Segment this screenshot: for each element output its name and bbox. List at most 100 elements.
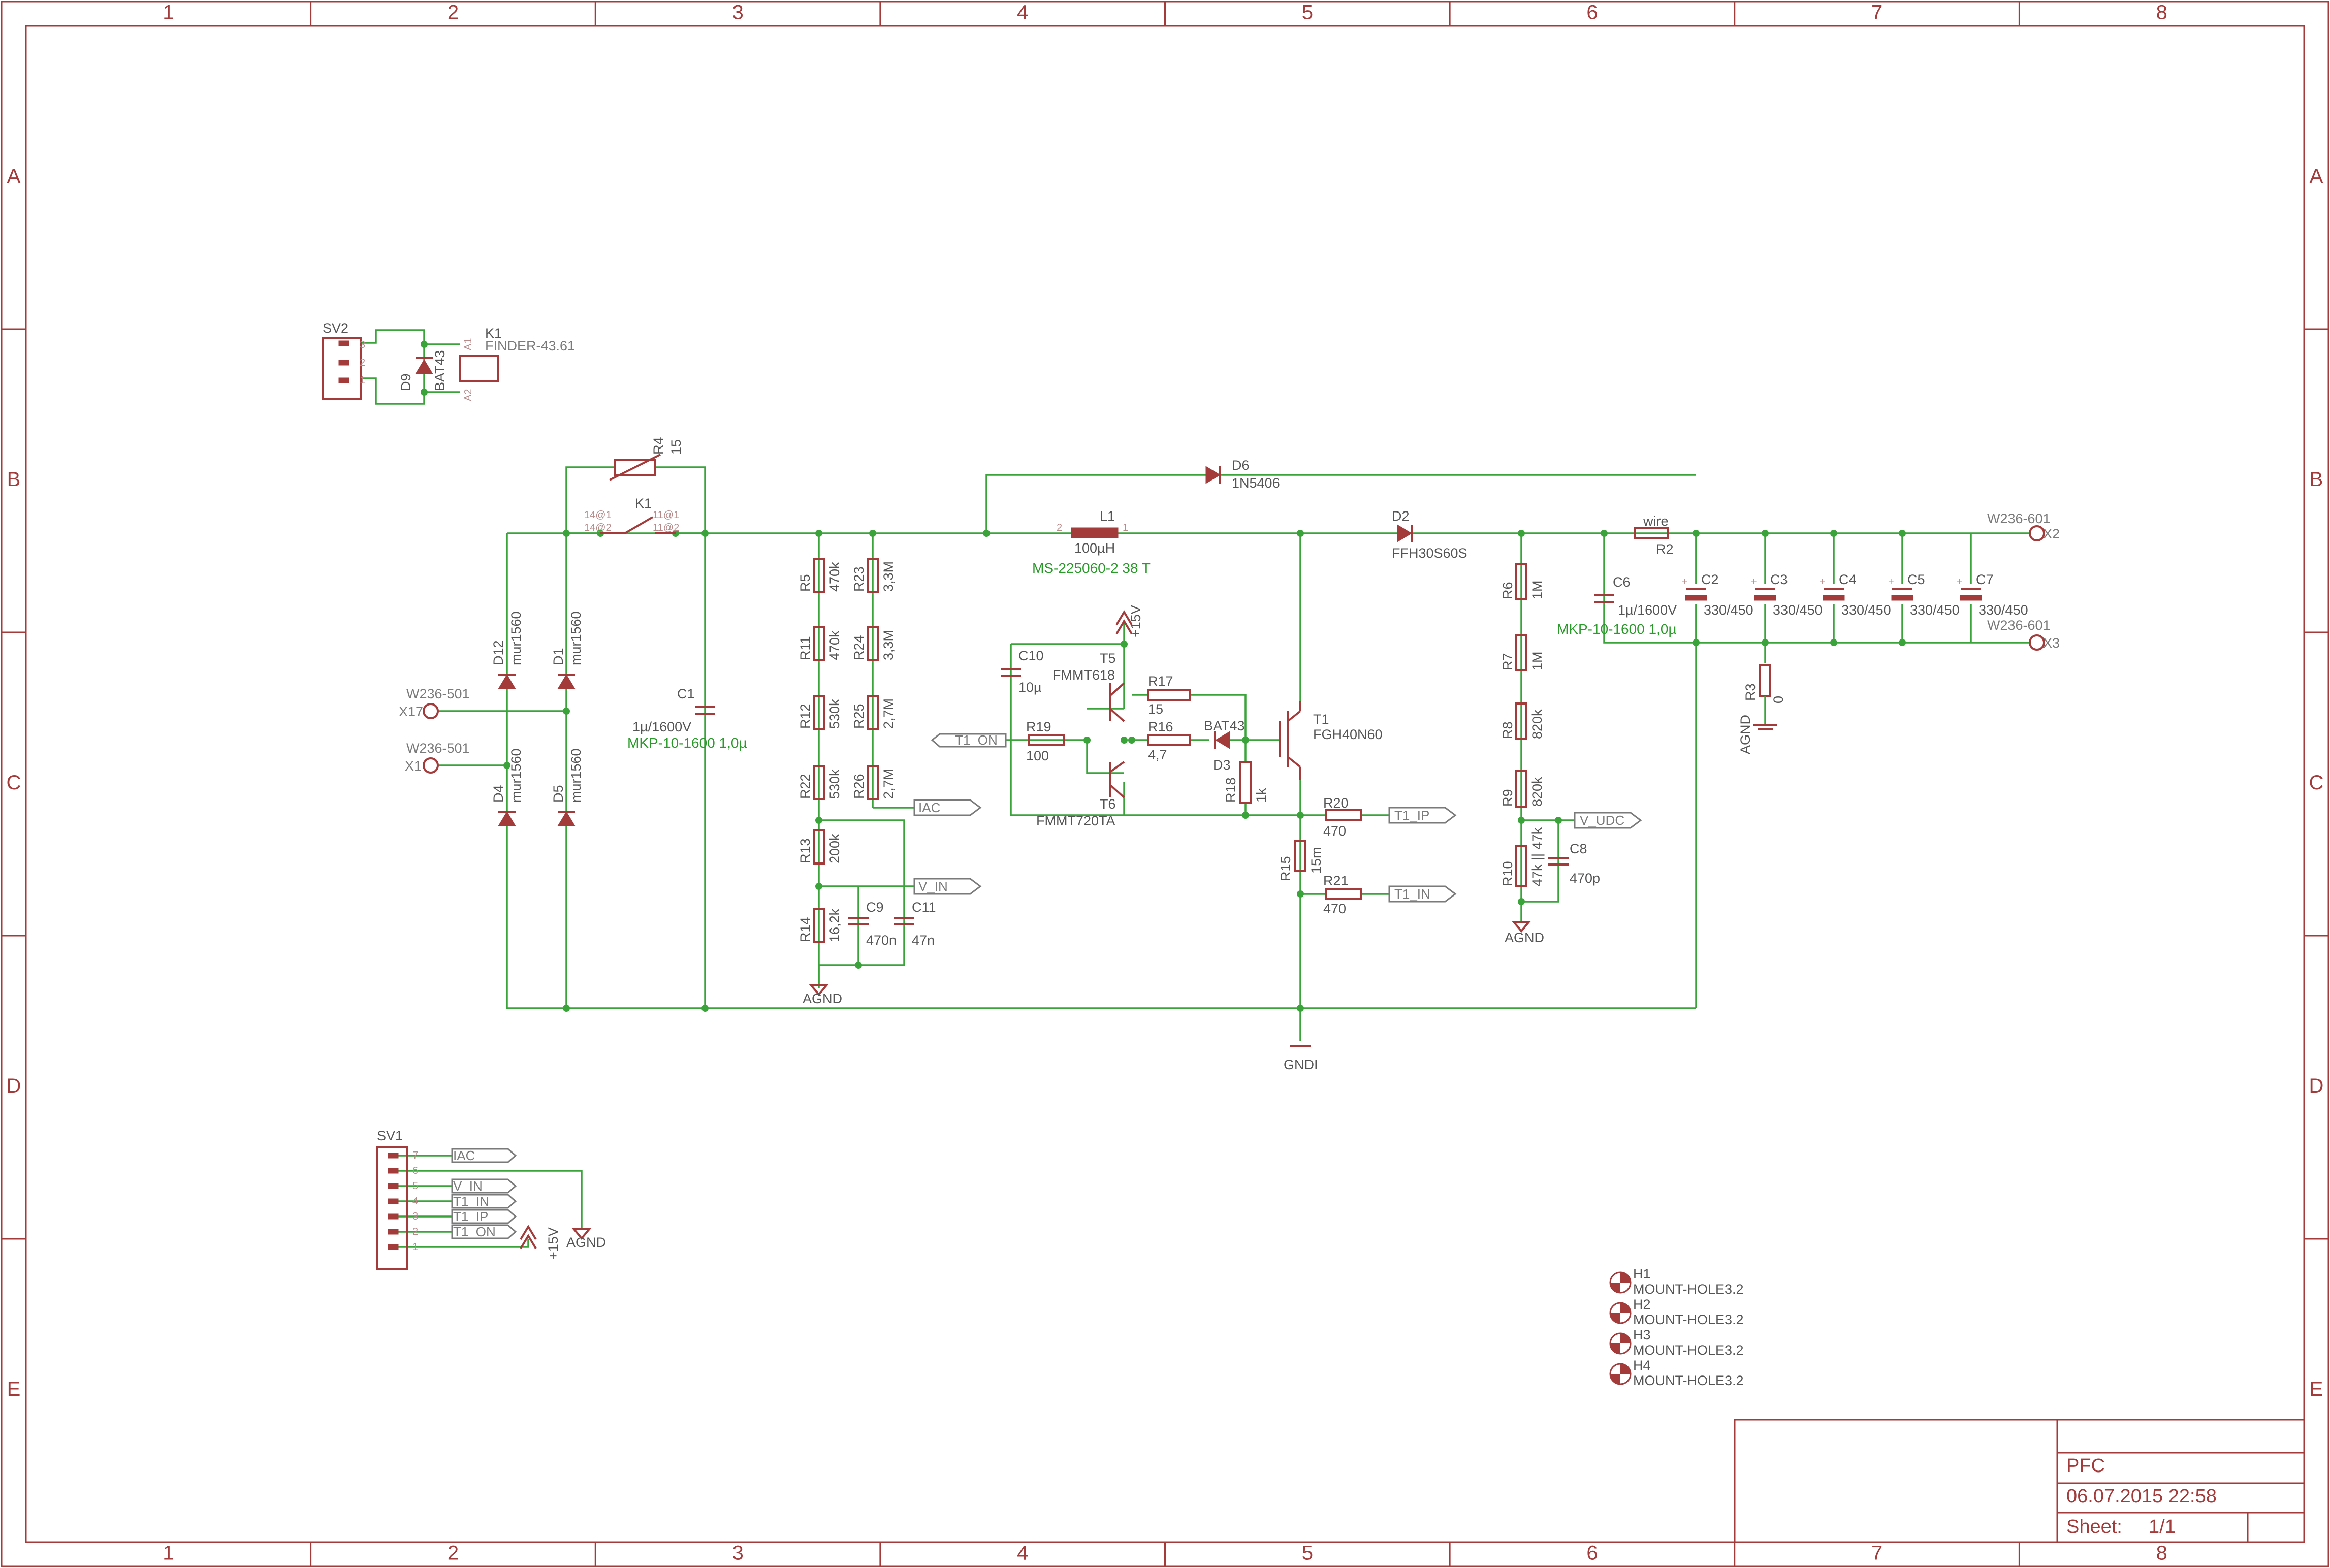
grid-col-bottom-5: 5	[1302, 1542, 1313, 1564]
t1-ip-signal-flag: T1_IP	[1388, 807, 1457, 824]
sv1-pin-4: 4	[412, 1196, 418, 1207]
c1-capacitor: C1 1µ/1600V MKP-10-1600 1,0µ	[627, 686, 747, 751]
sv2-connector: SV2 3 2 1	[322, 321, 365, 400]
k1-pin-14-1: 14@1	[584, 509, 612, 521]
agnd-sv1-label: AGND	[566, 1235, 606, 1250]
r8-name: R8	[1500, 721, 1515, 739]
r11-name: R11	[797, 636, 813, 660]
r13-name: R13	[797, 838, 813, 863]
sv1-t1-on-flag: T1_ON	[451, 1224, 517, 1239]
grid-row-left-B: B	[7, 468, 21, 491]
l1-value: 100µH	[1074, 540, 1115, 556]
grid-col-top-5: 5	[1302, 2, 1313, 24]
t1-ip-label: T1_IP	[1394, 808, 1429, 823]
mount-hole-name: H2	[1633, 1297, 1651, 1312]
r14-name: R14	[797, 917, 813, 942]
sv1-t1-in-label: T1_IN	[453, 1194, 489, 1209]
r26-name: R26	[851, 774, 867, 799]
c1-name: C1	[677, 686, 695, 701]
t1-name: T1	[1313, 712, 1329, 727]
grid-row-right-B: B	[2310, 468, 2323, 491]
sv2-pin3: 3	[360, 339, 365, 350]
r7-value: 1M	[1529, 651, 1545, 670]
d12-name: D12	[491, 640, 506, 665]
x2-type: W236-601	[1987, 511, 2051, 526]
c8-name: C8	[1570, 841, 1587, 856]
r16-name: R16	[1148, 719, 1173, 734]
grid-col-top-4: 4	[1017, 2, 1028, 24]
x1-terminal[interactable]: W236-501 X1	[405, 741, 470, 774]
grid-row-right-E: E	[2310, 1378, 2323, 1400]
k1-pin-11-1: 11@1	[653, 509, 679, 521]
r2-resistor: wire R2	[1634, 514, 1674, 557]
r10-name: R10	[1500, 861, 1515, 886]
iac-signal-flag: IAC	[913, 799, 982, 816]
c8-capacitor: C8 470p	[1548, 841, 1600, 886]
c10-name: C10	[1018, 648, 1044, 663]
l1-pin1: 1	[1123, 522, 1128, 533]
svg-text:+: +	[1820, 577, 1826, 588]
sv2-pin2: 2	[360, 357, 365, 368]
r17-name: R17	[1148, 674, 1173, 689]
v15-driver-label: +15V	[1128, 605, 1143, 637]
v15-supply-driver: +15V	[1115, 605, 1143, 644]
t1-igbt: T1 FGH40N60	[1279, 701, 1383, 780]
c6-name: C6	[1613, 574, 1631, 590]
r4-value: 15	[668, 439, 684, 455]
d2-name: D2	[1392, 508, 1410, 524]
k1-contact-name: K1	[635, 496, 652, 511]
sv1-t1-on-label: T1_ON	[453, 1224, 496, 1239]
d6-name: D6	[1232, 458, 1250, 473]
r23-value: 3,3M	[881, 561, 896, 592]
k1-pin-14-2: 14@2	[584, 522, 612, 533]
sv1-signal-flags: IAC V_IN T1_IN T1_IP T1_ON	[451, 1148, 517, 1239]
d6-value: 1N5406	[1232, 475, 1280, 491]
svg-text:+: +	[1751, 577, 1757, 588]
grid-col-top-6: 6	[1586, 2, 1598, 24]
k1-coil-type: FINDER-43.61	[485, 338, 575, 354]
d2-value: FFH30S60S	[1392, 546, 1467, 561]
agnd-left-label: AGND	[803, 991, 842, 1006]
r20-resistor: R20 470	[1323, 795, 1362, 839]
x2-terminal[interactable]: W236-601 X2	[1987, 511, 2060, 541]
grid-col-top-3: 3	[732, 2, 743, 24]
mount-holes: H1MOUNT-HOLE3.2H2MOUNT-HOLE3.2H3MOUNT-HO…	[1609, 1266, 1744, 1388]
x17-type: W236-501	[406, 686, 470, 701]
gndi-label: GNDI	[1284, 1057, 1318, 1072]
t5-name: T5	[1100, 651, 1116, 666]
d9-diode: D9 BAT43	[398, 350, 448, 391]
r3-resistor: R3 0 AGND	[1738, 664, 1786, 754]
d4-diode: D4 mur1560	[491, 748, 524, 826]
title-block-date: 06.07.2015 22:58	[2066, 1486, 2217, 1507]
title-block: PFC 06.07.2015 22:58 Sheet: 1/1	[1734, 1419, 2305, 1543]
t5-value: FMMT618	[1052, 667, 1115, 683]
d4-name: D4	[491, 785, 506, 803]
sv2-name: SV2	[323, 321, 348, 336]
bulk-capacitors: +C2330/450+C3330/450+C4330/450+C5330/450…	[1682, 533, 2028, 643]
d9-name: D9	[398, 373, 413, 391]
t1-value: FGH40N60	[1313, 727, 1383, 742]
sv1-v-in-flag: V_IN	[451, 1178, 517, 1194]
r6-value: 1M	[1529, 580, 1545, 599]
x17-terminal[interactable]: W236-501 X17	[399, 686, 470, 719]
r17-resistor: R17 15	[1147, 674, 1191, 717]
r12-value: 530k	[827, 699, 842, 729]
t6-value: FMMT720TA	[1036, 813, 1115, 828]
x17-name: X17	[399, 704, 423, 719]
x3-terminal[interactable]: W236-601 X3	[1987, 618, 2060, 651]
d1-value: mur1560	[568, 611, 584, 665]
d4-value: mur1560	[508, 748, 524, 803]
r22-value: 530k	[827, 769, 842, 799]
mount-hole-value: MOUNT-HOLE3.2	[1633, 1373, 1744, 1388]
v-udc-signal-flag: V_UDC	[1574, 812, 1642, 829]
